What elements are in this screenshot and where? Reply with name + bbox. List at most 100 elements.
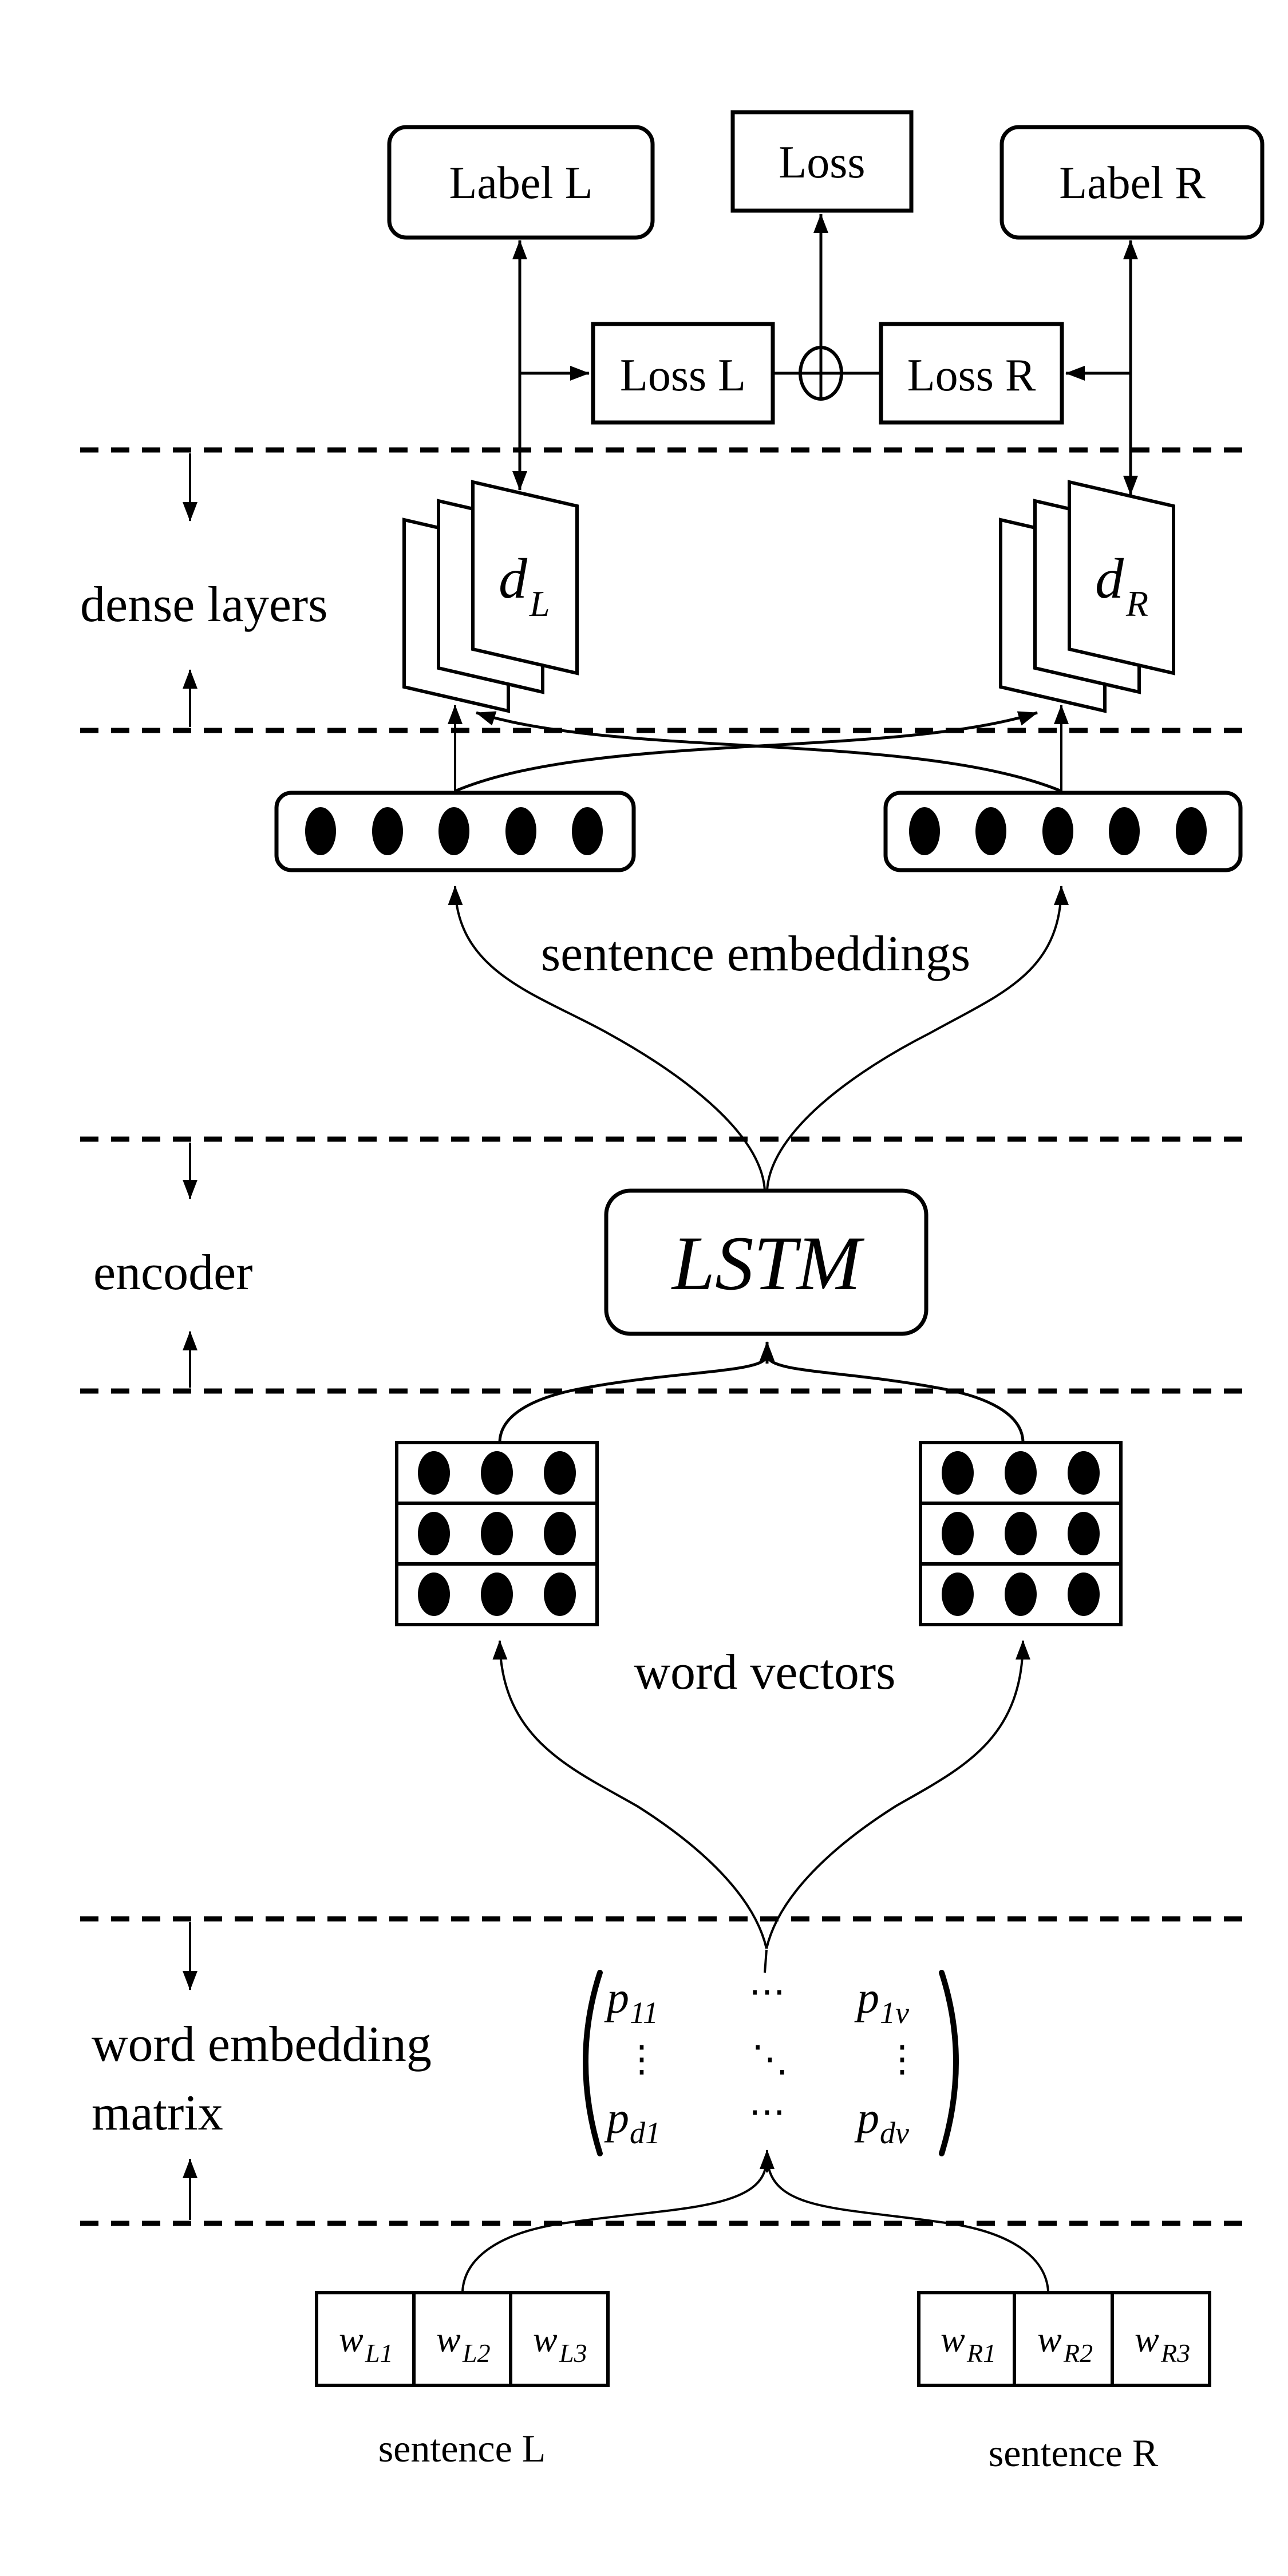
matrix-entry-cdots-bottom: ⋯ — [749, 2091, 785, 2132]
lstm-text: LSTM — [671, 1221, 865, 1306]
word-vector-dot — [942, 1573, 974, 1616]
d-r-label-main: d — [1095, 547, 1124, 610]
word-vector-dot — [481, 1512, 513, 1555]
token-l2-main: w — [436, 2319, 461, 2360]
embedding-dot — [505, 807, 536, 855]
matrix-entries: p 11 ⋯ p 1v ⋮ ⋱ ⋮ p d1 ⋯ p dv — [604, 1971, 920, 2150]
word-vector-dot — [942, 1512, 974, 1555]
matrix-top-stem — [764, 1949, 768, 1973]
sentence-r-caption: sentence R — [989, 2431, 1159, 2475]
word-vector-dot — [1005, 1573, 1037, 1616]
token-r1-main: w — [941, 2319, 965, 2360]
dense-stack-right — [999, 480, 1175, 713]
word-vector-dot — [418, 1573, 450, 1616]
wv-right-to-lstm-curve — [767, 1357, 1025, 1442]
word-vector-dot — [1068, 1512, 1100, 1555]
matrix-entry-pdv-main: p — [854, 2093, 879, 2143]
token-r3-sub: R3 — [1160, 2338, 1190, 2368]
embedding-dots-right — [909, 807, 1207, 855]
token-r1-sub: R1 — [966, 2338, 996, 2368]
wv-left-to-lstm-curve — [498, 1357, 768, 1442]
matrix-entry-pdv-sub: dv — [880, 2116, 909, 2150]
label-l-box — [387, 125, 655, 240]
embedding-dot — [438, 807, 469, 855]
token-labels-left: w L1 w L2 w L3 — [339, 2319, 587, 2368]
word-vector-dot — [942, 1451, 974, 1495]
d-r-label-sub: R — [1125, 583, 1148, 624]
embedding-dot — [1042, 807, 1073, 855]
dense-stack-left — [402, 480, 579, 713]
word-embedding-label-line2: matrix — [92, 2085, 223, 2141]
dense-layers-label: dense layers — [80, 577, 327, 633]
embedding-dot — [1109, 807, 1140, 855]
encoder-label: encoder — [93, 1245, 252, 1301]
word-vector-dots-right — [942, 1451, 1100, 1616]
lstm-to-emb-left-curve — [448, 886, 766, 1191]
token-l1-main: w — [339, 2319, 364, 2360]
token-box-left — [315, 2291, 610, 2387]
matrix-paren-left — [583, 1970, 603, 2156]
matrix-paren-right — [939, 1970, 959, 2156]
token-left-to-matrix-curve — [461, 2168, 767, 2291]
lstm-to-emb-right-curve — [766, 886, 1069, 1191]
embedding-dots-left — [305, 807, 603, 855]
embedding-dot — [305, 807, 336, 855]
embedding-dot — [909, 807, 940, 855]
emb-left-to-dr-cross-arrow — [455, 711, 1038, 793]
matrix-entry-p1v-sub: 1v — [880, 1996, 909, 2030]
token-right-to-matrix-curve — [768, 2168, 1049, 2291]
word-vector-dot — [481, 1451, 513, 1495]
word-vector-dot — [1068, 1451, 1100, 1495]
word-vector-dot — [1068, 1573, 1100, 1616]
sentence-embeddings-caption: sentence embeddings — [541, 926, 970, 982]
word-vector-dots-left — [418, 1451, 576, 1616]
word-vector-dot — [1005, 1512, 1037, 1555]
loss-r-text: Loss R — [907, 350, 1036, 401]
token-r2-sub: R2 — [1063, 2338, 1093, 2368]
word-vector-dot — [481, 1573, 513, 1616]
word-vector-dot — [544, 1451, 576, 1495]
matrix-to-wv-left-arrow — [492, 1640, 768, 1949]
token-l1-sub: L1 — [365, 2338, 393, 2368]
matrix-entry-p1v-main: p — [854, 1973, 879, 2022]
matrix-to-wv-right-arrow — [765, 1640, 1030, 1949]
matrix-entry-pd1-sub: d1 — [630, 2116, 661, 2150]
embedding-dot — [1176, 807, 1207, 855]
word-vector-dot — [418, 1512, 450, 1555]
dense-card — [1068, 480, 1175, 675]
embedding-dot — [572, 807, 603, 855]
token-r3-main: w — [1135, 2319, 1159, 2360]
word-vector-dot — [544, 1573, 576, 1616]
token-l2-sub: L2 — [462, 2338, 491, 2368]
label-r-text: Label R — [1059, 158, 1206, 208]
matrix-entry-cdots-top: ⋯ — [749, 1971, 785, 2012]
embedding-dot — [975, 807, 1006, 855]
token-r2-main: w — [1037, 2319, 1062, 2360]
matrix-entry-vdots-left: ⋮ — [623, 2038, 660, 2079]
d-l-label-sub: L — [529, 583, 550, 624]
word-vectors-caption: word vectors — [634, 1645, 896, 1700]
matrix-entry-p11-sub: 11 — [630, 1996, 658, 2030]
word-embedding-label-line1: word embedding — [92, 2017, 432, 2072]
matrix-entry-pd1-main: p — [604, 2093, 629, 2143]
token-labels-right: w R1 w R2 w R3 — [941, 2319, 1190, 2368]
emb-right-to-dl-cross-arrow — [476, 711, 1062, 793]
sentence-l-caption: sentence L — [378, 2427, 546, 2470]
matrix-entry-p11-main: p — [604, 1973, 629, 2022]
token-box-right — [917, 2291, 1211, 2387]
loss-l-box — [591, 322, 775, 425]
word-vector-dot — [1005, 1451, 1037, 1495]
loss-r-box — [879, 322, 1064, 425]
d-l-label-main: d — [499, 547, 528, 610]
word-vector-dot — [544, 1512, 576, 1555]
lstm-box — [604, 1188, 929, 1336]
token-l3-sub: L3 — [559, 2338, 587, 2368]
token-l3-main: w — [533, 2319, 558, 2360]
loss-box — [730, 110, 914, 213]
embedding-dot — [372, 807, 403, 855]
matrix-entry-ddots: ⋱ — [752, 2038, 788, 2079]
label-r-box — [999, 125, 1265, 240]
dense-card — [471, 480, 579, 675]
label-l-text: Label L — [449, 158, 593, 208]
